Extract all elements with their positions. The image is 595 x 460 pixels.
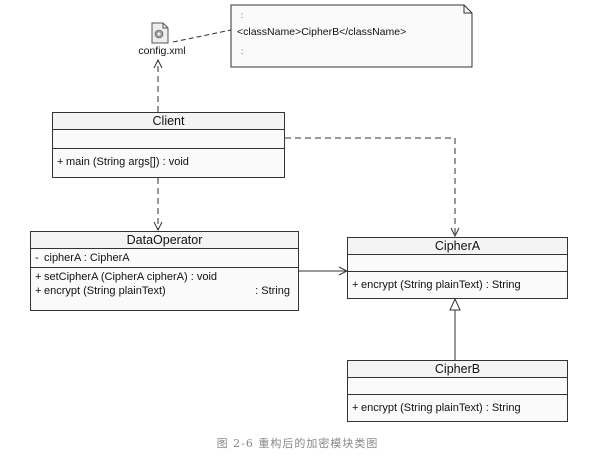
class-client: Client + main (String args[]) : void [52,112,285,178]
visibility-marker: + [352,402,359,414]
class-cipherb: CipherB + encrypt (String plainText) : S… [347,360,568,422]
figure-caption: 图 2-6 重构后的加密模块类图 [216,437,379,450]
visibility-marker: + [35,285,42,297]
attributes-section [348,255,567,272]
class-ciphera: CipherA + encrypt (String plainText) : S… [347,237,568,299]
config-file-label: config.xml [138,45,186,57]
class-name: Client [53,113,284,130]
generalization-triangle [449,297,461,311]
class-name: CipherB [348,361,567,378]
attributes-section [348,378,567,395]
methods-section: + main (String args[]) : void [53,149,284,169]
attribute-row: - cipherA : CipherA [35,251,294,265]
method-row: + encrypt (String plainText) : String [35,284,294,298]
note-shape [230,4,473,68]
attribute-signature: cipherA : CipherA [44,252,130,264]
visibility-marker: + [352,279,359,291]
visibility-marker: - [35,252,39,264]
class-name: CipherA [348,238,567,255]
methods-section: + setCipherA (CipherA cipherA) : void + … [31,268,298,298]
method-signature: setCipherA (CipherA cipherA) : void [44,271,218,283]
methods-section: + encrypt (String plainText) : String [348,395,567,415]
method-row: + encrypt (String plainText) : String [352,278,563,292]
method-signature: main (String args[]) : void [66,156,189,168]
note-ellipsis-bottom: : [241,47,244,56]
note-ellipsis-top: : [241,11,244,20]
method-return-type: : String [255,285,290,297]
class-dataoperator: DataOperator - cipherA : CipherA + setCi… [30,231,299,311]
methods-section: + encrypt (String plainText) : String [348,272,567,292]
method-signature: encrypt (String plainText) : String [361,402,521,414]
note-text: <className>CipherB</className> [237,26,407,38]
method-row: + encrypt (String plainText) : String [352,401,563,415]
client-ciphera-dependency [285,137,455,236]
method-signature: encrypt (String plainText) [44,285,166,297]
method-row: + main (String args[]) : void [57,155,280,169]
xml-file-icon [151,22,169,44]
visibility-marker: + [57,156,64,168]
config-note: : <className>CipherB</className> : [231,5,472,67]
visibility-marker: + [35,271,42,283]
attributes-section: - cipherA : CipherA [31,249,298,268]
method-row: + setCipherA (CipherA cipherA) : void [35,270,294,284]
method-signature: encrypt (String plainText) : String [361,279,521,291]
class-name: DataOperator [31,232,298,249]
note-link-line [172,29,232,43]
attributes-section [53,130,284,149]
